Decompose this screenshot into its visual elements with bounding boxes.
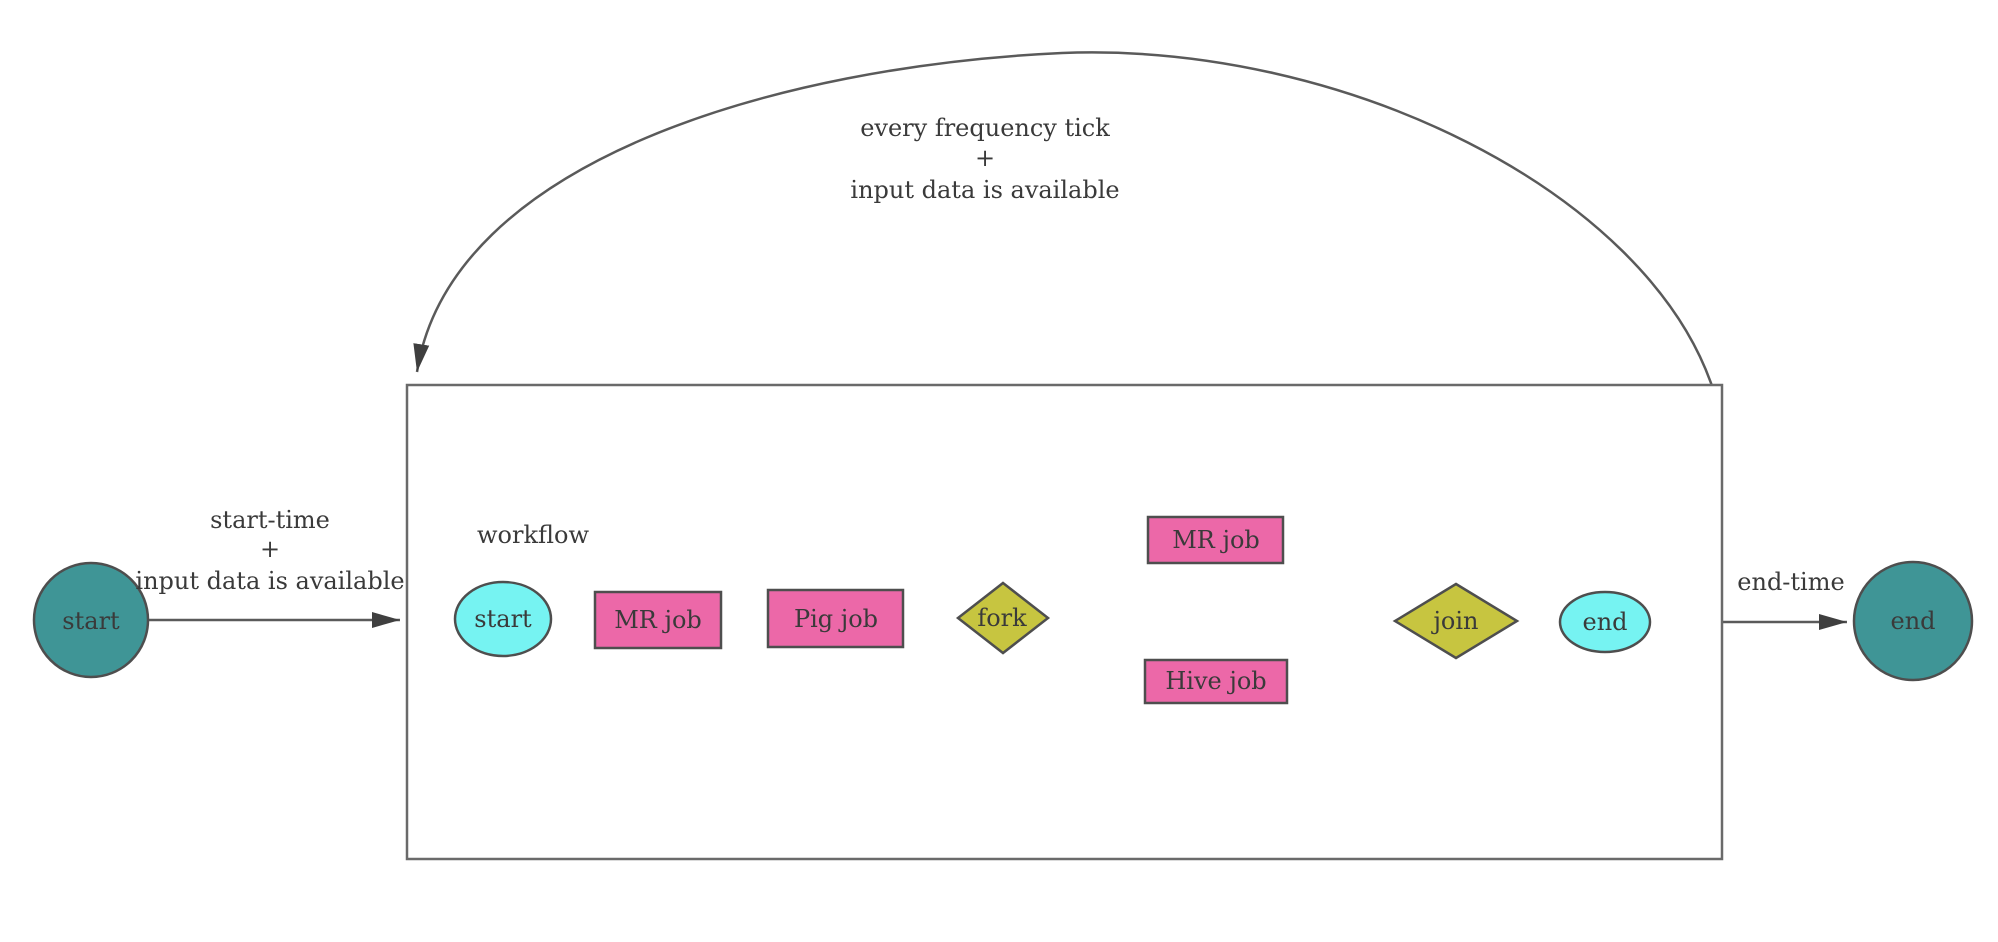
fork-node bbox=[955, 581, 1051, 655]
loop-edge-label-line3: input data is available bbox=[850, 176, 1119, 204]
workflow-end-label: end bbox=[1582, 608, 1627, 636]
workflow-start-node bbox=[453, 580, 553, 658]
join-label: join bbox=[1430, 607, 1478, 635]
pig-job-node bbox=[766, 588, 905, 649]
loop-edge-label-line1: every frequency tick bbox=[860, 114, 1110, 142]
loop-edge-label-line2: + bbox=[975, 144, 995, 172]
workflow-title: workflow bbox=[477, 521, 589, 549]
coordinator-start-label: start bbox=[62, 607, 120, 635]
join-node bbox=[1392, 582, 1520, 660]
start-edge-label-line3: input data is available bbox=[135, 567, 404, 595]
loop-edge-arrow bbox=[413, 51, 1714, 387]
workflow-start-label: start bbox=[474, 605, 532, 633]
hive-job-node bbox=[1143, 658, 1289, 705]
start-edge-label-line2: + bbox=[260, 535, 280, 563]
mr-job-1-label: MR job bbox=[614, 606, 702, 634]
fork-label: fork bbox=[977, 604, 1027, 632]
coordinator-end-label: end bbox=[1890, 607, 1935, 635]
coordinator-start-node bbox=[32, 561, 150, 679]
coordinator-end-node bbox=[1852, 560, 1974, 682]
hive-job-label: Hive job bbox=[1165, 667, 1266, 695]
workflow-end-node bbox=[1558, 590, 1652, 654]
mr-job-2-label: MR job bbox=[1172, 526, 1260, 554]
mr-job-1-node bbox=[593, 590, 723, 650]
start-edge-label-line1: start-time bbox=[210, 506, 330, 534]
pig-job-label: Pig job bbox=[794, 605, 878, 633]
end-edge-label: end-time bbox=[1737, 568, 1844, 596]
mr-job-2-node bbox=[1146, 515, 1285, 565]
